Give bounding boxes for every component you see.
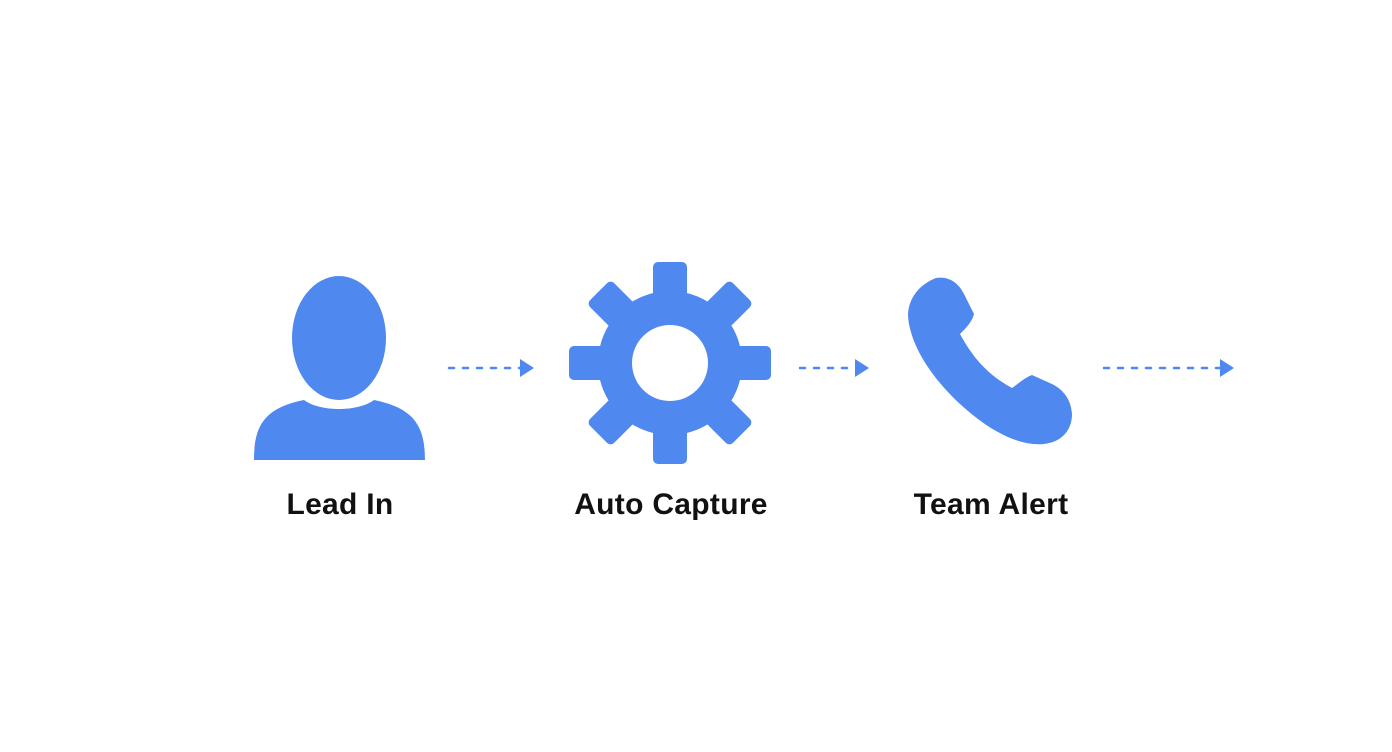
- step-label-team-alert: Team Alert: [913, 488, 1069, 521]
- dotted-arrow-icon: [1100, 356, 1240, 380]
- gear-icon: [565, 260, 775, 466]
- step-label-auto-capture: Auto Capture: [574, 488, 768, 521]
- phone-icon: [904, 274, 1076, 448]
- dotted-arrow-icon: [797, 356, 875, 380]
- dotted-arrow-icon: [446, 356, 538, 380]
- step-label-lead-in: Lead In: [286, 488, 394, 521]
- person-icon: [250, 276, 430, 462]
